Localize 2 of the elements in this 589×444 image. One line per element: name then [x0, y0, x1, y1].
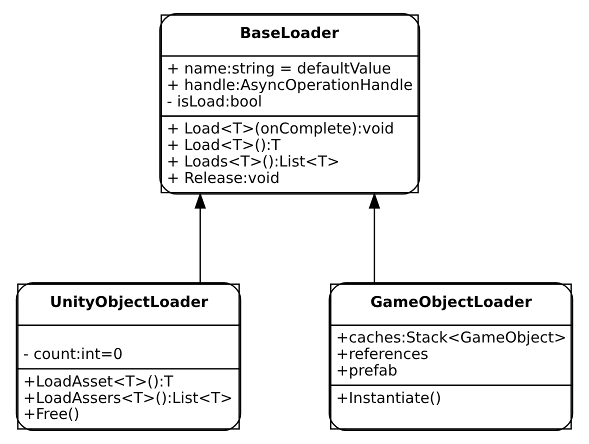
arrow: [194, 192, 206, 283]
arrow: [368, 192, 380, 283]
